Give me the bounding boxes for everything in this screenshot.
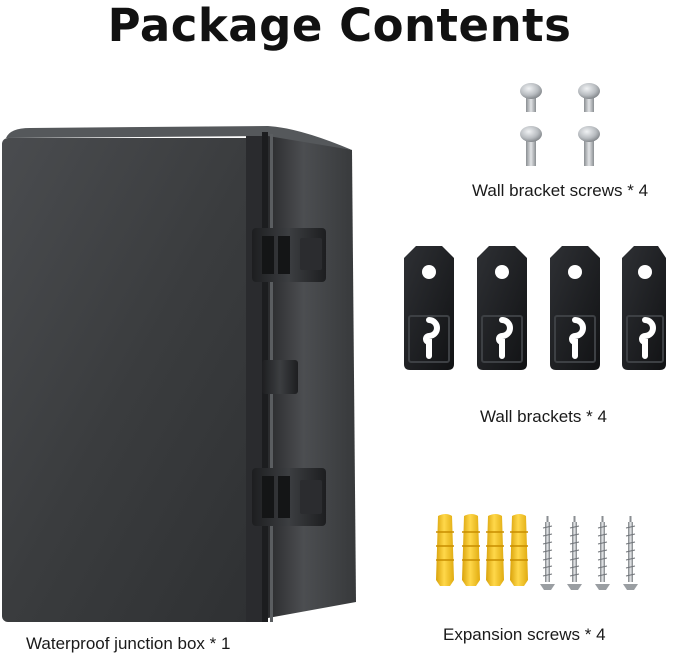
page-title: Package Contents [107, 0, 572, 52]
wall-brackets-label: Wall brackets * 4 [480, 407, 607, 426]
wall-bracket-screws-label: Wall bracket screws * 4 [472, 181, 649, 200]
screw-icon [567, 516, 582, 590]
expansion-screws-image [436, 514, 638, 590]
expansion-screws-label: Expansion screws * 4 [443, 625, 606, 644]
wall-anchor-icon [462, 514, 480, 586]
junction-box-label: Waterproof junction box * 1 [26, 634, 231, 653]
wall-bracket-icon [550, 246, 600, 370]
screw-icon [595, 516, 610, 590]
wall-bracket-icon [477, 246, 527, 370]
wall-anchor-icon [436, 514, 454, 586]
screw-icon [540, 516, 555, 590]
pan-head-screw-icon [578, 83, 600, 112]
pan-head-screw-icon [578, 126, 600, 166]
pan-head-screw-icon [520, 126, 542, 166]
wall-bracket-icon [404, 246, 454, 370]
screw-icon [623, 516, 638, 590]
wall-anchor-icon [510, 514, 528, 586]
wall-bracket-screws-image [520, 83, 600, 166]
wall-bracket-icon [622, 246, 666, 370]
pan-head-screw-icon [520, 83, 542, 112]
junction-box-image [2, 126, 356, 622]
wall-brackets-image [404, 246, 666, 370]
wall-anchor-icon [486, 514, 504, 586]
